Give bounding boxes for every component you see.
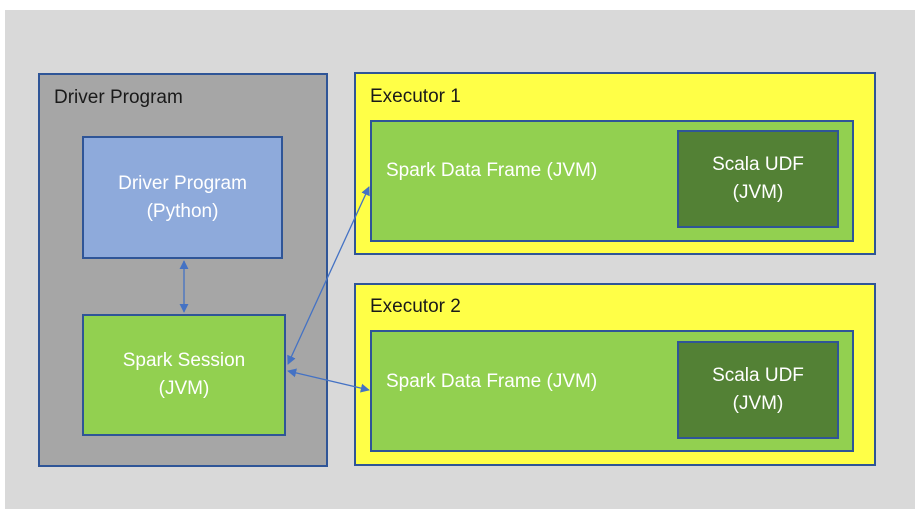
- arrow-session-to-executor-2: [287, 368, 370, 393]
- driver-program-python-box: Driver Program (Python): [82, 136, 283, 259]
- spark-session-line1: Spark Session: [122, 350, 246, 371]
- driver-program-python-label: Driver Program (Python): [84, 170, 281, 226]
- executor-2-udf-line2: (JVM): [732, 393, 784, 414]
- executor-1-title: Executor 1: [370, 86, 461, 107]
- driver-python-line2: (Python): [146, 200, 219, 222]
- executor-2-udf-line1: Scala UDF: [712, 365, 804, 386]
- executor-1-scala-udf: Scala UDF (JVM): [677, 130, 839, 228]
- spark-session-line2: (JVM): [158, 378, 210, 399]
- executor-1-data-frame-label: Spark Data Frame (JVM): [386, 160, 598, 181]
- spark-session-box: Spark Session (JVM): [82, 314, 286, 436]
- executor-2-udf-label: Scala UDF (JVM): [679, 362, 837, 418]
- executor-2-title: Executor 2: [370, 296, 461, 317]
- arrow-session-to-executor-1: [287, 186, 370, 365]
- executor-2-scala-udf: Scala UDF (JVM): [677, 341, 839, 439]
- driver-python-line1: Driver Program: [118, 172, 247, 194]
- executor-1-udf-line2: (JVM): [732, 182, 784, 203]
- spark-session-label: Spark Session (JVM): [84, 347, 284, 403]
- executor-2-data-frame-label: Spark Data Frame (JVM): [386, 371, 598, 392]
- executor-1-udf-line1: Scala UDF: [712, 154, 804, 175]
- executor-1-udf-label: Scala UDF (JVM): [679, 151, 837, 207]
- driver-program-title: Driver Program: [54, 87, 183, 108]
